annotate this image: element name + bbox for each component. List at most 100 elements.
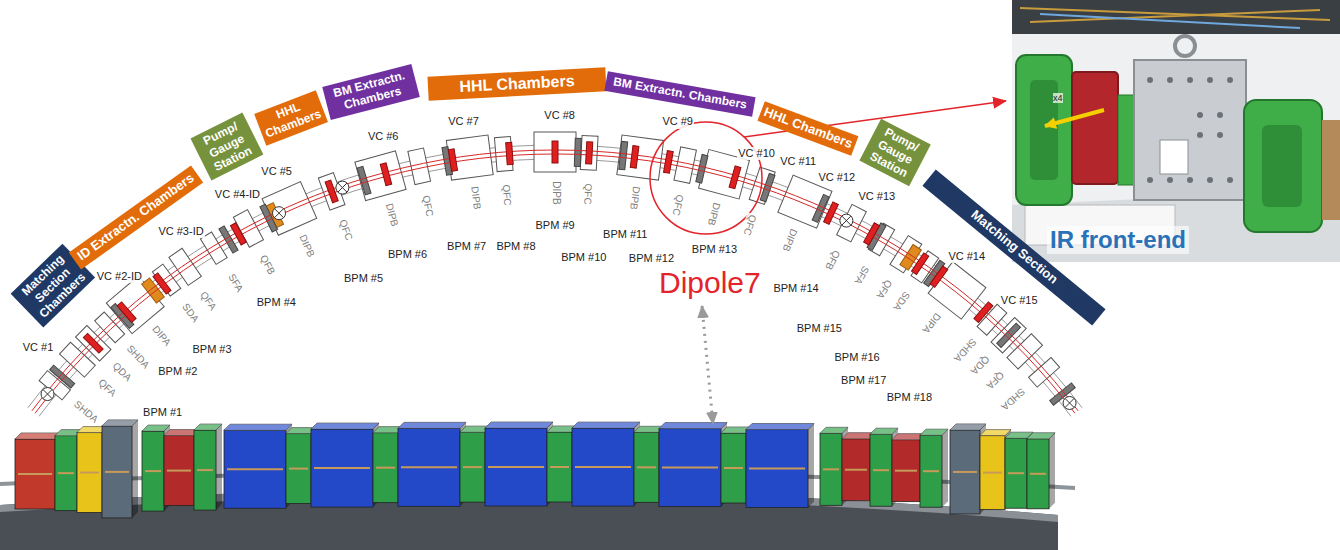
magnet-block xyxy=(194,430,216,510)
bpm-marker xyxy=(586,142,593,164)
coil-line xyxy=(401,466,457,468)
bpm-label: BPM #7 xyxy=(446,240,487,253)
gate-valve xyxy=(619,141,628,169)
coil-line xyxy=(845,469,867,471)
port-symbol xyxy=(336,181,349,194)
bpm-marker xyxy=(117,302,136,323)
magnet-label: QFA xyxy=(983,368,1007,392)
port-symbol xyxy=(273,207,286,220)
quadrupole-box xyxy=(494,136,513,171)
coil-line xyxy=(80,472,99,474)
coil-line xyxy=(227,468,283,470)
gate-valve xyxy=(357,166,371,195)
cable-tray xyxy=(1012,0,1340,34)
yellow-arrow xyxy=(1045,110,1104,126)
chamber-label: VC #9 xyxy=(661,115,694,128)
quadrupole-box xyxy=(169,248,201,285)
magnet-side xyxy=(216,424,222,510)
port-symbol-cross xyxy=(275,209,284,218)
magnet-label: SHDA xyxy=(123,342,152,372)
beam-line xyxy=(32,150,1078,411)
bpm-label: BPM #16 xyxy=(833,351,880,364)
quadrupole-box xyxy=(837,204,867,242)
gate-valve xyxy=(574,138,581,166)
bpm-label: BPM #9 xyxy=(535,219,576,232)
magnet-top xyxy=(224,424,292,430)
bpm-label: BPM #3 xyxy=(191,343,232,356)
magnet-top xyxy=(398,422,466,428)
chamber-label: VC #5 xyxy=(260,165,293,178)
magnet-block xyxy=(547,432,572,502)
magnet-block xyxy=(164,436,194,506)
magnet-block xyxy=(15,439,55,509)
magnet-label: QFC xyxy=(580,182,593,206)
bpm-marker xyxy=(824,202,839,224)
magnet-label: QFA xyxy=(95,376,119,400)
magnet-label: DIPB xyxy=(468,185,483,212)
coil-line xyxy=(58,472,74,474)
coil-line xyxy=(983,472,1002,474)
chamber-label: VC #8 xyxy=(543,109,576,122)
section-banner: HHL Chambers xyxy=(254,90,328,145)
magnet-block xyxy=(142,431,164,511)
magnet-top-shade xyxy=(485,422,553,428)
coil-line xyxy=(724,467,743,469)
coil-line xyxy=(1030,473,1046,475)
coil-line xyxy=(637,466,656,468)
port-symbol-cross xyxy=(1065,398,1074,407)
chamber-label: VC #14 xyxy=(947,250,986,263)
magnet-block xyxy=(398,428,460,506)
magnet-top xyxy=(485,422,553,428)
magnet-label: DIPB xyxy=(627,185,642,212)
magnet-label: QFB xyxy=(257,252,278,278)
port-symbol xyxy=(41,388,54,401)
magnet-top xyxy=(15,433,61,439)
coil-line xyxy=(550,466,569,468)
dipole-box xyxy=(534,132,576,172)
bpm-marker xyxy=(664,151,674,174)
beam-line xyxy=(35,154,1075,413)
chamber-label: VC #13 xyxy=(857,190,896,203)
bpm-label: BPM #17 xyxy=(840,374,887,387)
coil-line xyxy=(376,467,395,469)
bpm-label: BPM #8 xyxy=(495,240,536,253)
sextupole xyxy=(1072,72,1118,184)
bpm-marker xyxy=(630,146,639,169)
bpm-marker xyxy=(974,302,993,323)
coil-line xyxy=(105,471,129,473)
magnet-label: QFA xyxy=(197,288,219,313)
bpm-label: BPM #13 xyxy=(691,243,738,256)
magnet-top xyxy=(311,423,379,429)
magnet-block xyxy=(746,430,808,508)
coil-line xyxy=(575,466,631,468)
coil-line xyxy=(823,468,839,470)
magnet-block xyxy=(460,432,485,502)
chamber-label: VC #4-ID xyxy=(214,188,261,201)
magnet-side xyxy=(132,420,138,518)
chamber-label: VC #12 xyxy=(818,171,857,184)
magnet-side xyxy=(942,429,948,507)
bpm-marker xyxy=(506,142,514,164)
quadrupole-core xyxy=(1262,125,1302,207)
magnet-block xyxy=(373,433,398,503)
coil-line xyxy=(463,466,482,468)
quadrupole xyxy=(1016,55,1072,205)
bpm-marker xyxy=(729,166,741,189)
coil xyxy=(1322,120,1340,220)
dipole-box xyxy=(355,151,406,201)
magnet-top-shade xyxy=(572,422,640,428)
ir-frontend-render xyxy=(1012,0,1340,262)
magnet-label: QFB xyxy=(822,247,843,273)
callout-title: Dipole7 xyxy=(659,265,761,301)
lattice-layout xyxy=(28,132,1082,416)
magnet-block xyxy=(892,440,920,502)
magnet-label: DIPA xyxy=(919,309,944,336)
quantity-note: x4 xyxy=(1053,93,1063,104)
magnet-block xyxy=(224,430,286,508)
coil-line xyxy=(488,466,544,468)
magnet-block xyxy=(311,429,373,507)
section-banner: Pump/ Gauge Station xyxy=(859,118,931,186)
bpm-marker xyxy=(230,223,246,245)
magnet-label: QDA xyxy=(109,360,134,385)
bpm-label: BPM #11 xyxy=(602,228,648,241)
